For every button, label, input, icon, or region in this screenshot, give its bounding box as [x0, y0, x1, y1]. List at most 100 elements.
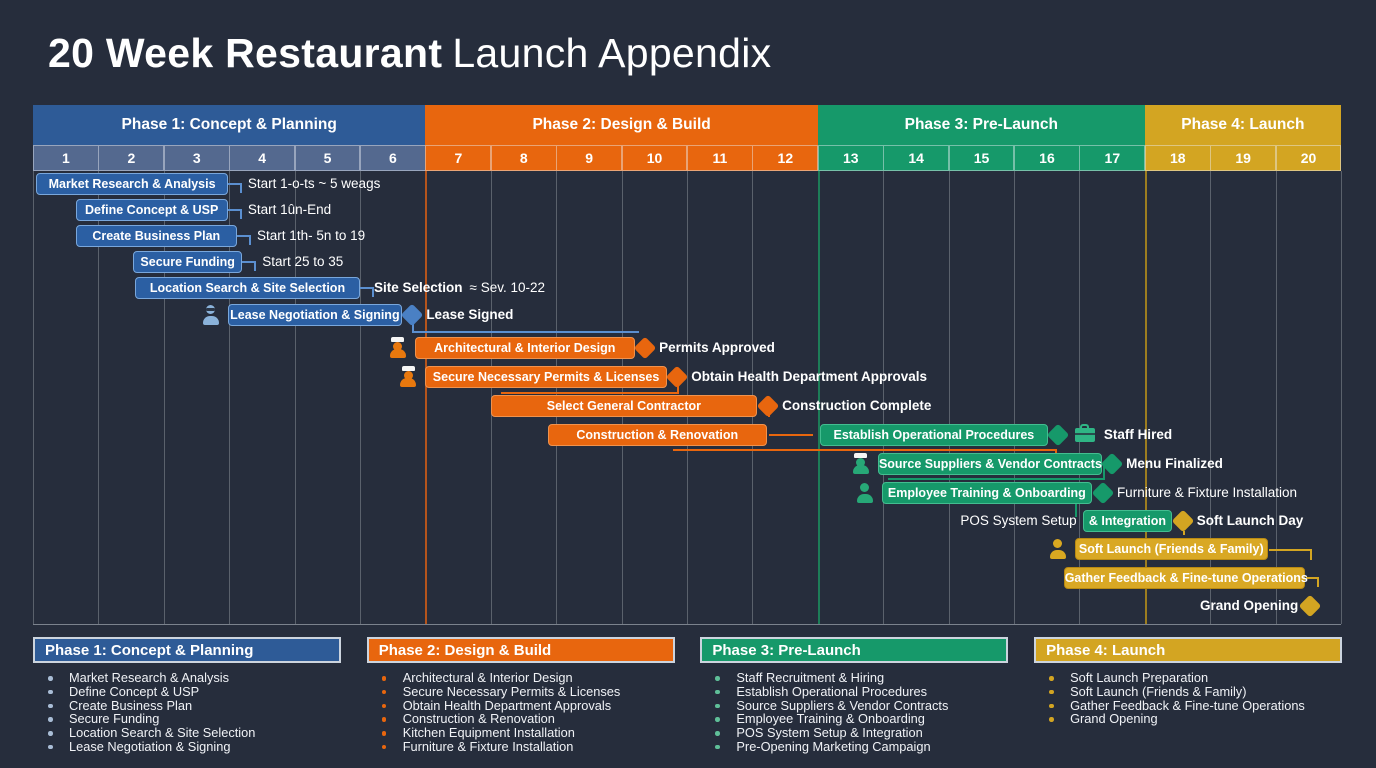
legend-item: Location Search & Site Selection [33, 726, 341, 740]
connector-line [254, 261, 256, 271]
milestone-diamond [633, 336, 657, 360]
legend-bullet [381, 744, 387, 750]
week-cell-6: 6 [360, 145, 426, 171]
legend-item: Staff Recruitment & Hiring [700, 671, 1008, 685]
week-cell-10: 10 [621, 145, 688, 171]
legend-item: Architectural & Interior Design [367, 671, 675, 685]
week-cell-7: 7 [425, 145, 492, 171]
task-outside-label: Grand Opening [1200, 598, 1299, 613]
week-cell-16: 16 [1014, 145, 1080, 171]
legend-title: Phase 4: Launch [1034, 637, 1343, 663]
task-annotation-text: ≈ Sev. 10-22 [469, 280, 545, 295]
person-icon [855, 482, 875, 503]
gridline [229, 171, 231, 624]
connector-line [1075, 504, 1077, 517]
legend-item: Soft Launch (Friends & Family) [1034, 684, 1342, 699]
connector-line [242, 261, 254, 263]
milestone-label: Permits Approved [659, 340, 775, 355]
legend-bullet [715, 744, 720, 750]
gridline [1014, 171, 1015, 624]
week-cell-19: 19 [1210, 145, 1277, 171]
task-bar: Source Suppliers & Vendor Contracts [877, 453, 1103, 475]
legend-bullet [381, 717, 387, 722]
legend-title: Phase 1: Concept & Planning [33, 637, 341, 663]
task-annotation-text: Start 1th- 5n to 19 [257, 228, 366, 243]
legend-item: Employee Training & Onboarding [700, 712, 1008, 726]
milestone-label: Lease Signed [426, 307, 514, 322]
gridline [1079, 171, 1081, 624]
connector-line [240, 183, 242, 193]
phase-header-1: Phase 1: Concept & Planning [33, 105, 426, 145]
legend-item: POS System Setup & Integration [700, 726, 1008, 740]
chart-bottom-border [33, 624, 1341, 625]
connector-line [1317, 577, 1319, 587]
legend-bullet [1049, 717, 1054, 722]
icon-head [860, 483, 870, 492]
milestone-label: Soft Launch Day [1196, 513, 1304, 528]
legend-item: Establish Operational Procedures [700, 684, 1008, 699]
legend-bullet [48, 689, 53, 695]
gridline [1210, 171, 1212, 624]
legend-bullet [1049, 676, 1054, 681]
legend-item: Soft Launch Preparation [1034, 671, 1342, 685]
week-cell-17: 17 [1079, 145, 1146, 171]
connector-line [1183, 531, 1185, 535]
legend-bullet [48, 717, 53, 722]
milestone-diamond [1171, 509, 1195, 533]
week-cell-12: 12 [752, 145, 819, 171]
connector-line [1055, 449, 1057, 455]
phase-header-2: Phase 2: Design & Build [425, 105, 818, 145]
briefcase-icon [1074, 424, 1095, 442]
legend-item: Secure Funding [33, 712, 341, 726]
legend-item: Secure Necessary Permits & Licenses [367, 684, 675, 699]
connector-line [412, 331, 639, 333]
task-annotation-bold: Site Selection [374, 280, 463, 295]
page-title-light: Launch Appendix [452, 30, 772, 76]
milestone-diamond [756, 394, 780, 418]
connector-line [1269, 549, 1310, 551]
task-annotation-text: Start 25 to 35 [262, 254, 344, 269]
connector-line [228, 183, 240, 185]
gridline [1341, 171, 1342, 624]
legend-bullet [715, 689, 720, 695]
legend-item: Kitchen Equipment Installation [367, 726, 675, 740]
task-bar: Architectural & Interior Design [414, 337, 635, 359]
page-title-bold: 20 Week Restaurant [48, 30, 443, 76]
legend-bullet [381, 703, 387, 709]
task-outside-label: POS System Setup [960, 513, 1077, 528]
task-bar: Secure Necessary Permits & Licenses [425, 366, 667, 388]
legend-bullet [381, 689, 387, 695]
task-annotation: Start 25 to 35 [262, 251, 343, 273]
gridline [33, 171, 34, 624]
gridline [1275, 171, 1277, 624]
week-cell-18: 18 [1144, 145, 1211, 171]
legend-bullet [1049, 689, 1054, 695]
milestone-label: Obtain Health Department Approvals [691, 369, 927, 384]
legend-title: Phase 2: Design & Build [366, 637, 675, 663]
gridline [294, 171, 296, 624]
task-bar: Gather Feedback & Fine-tune Operations [1063, 567, 1308, 589]
milestone-diamond [665, 365, 689, 389]
legend-item: Furniture & Fixture Installation [367, 740, 675, 754]
legend-bullet [715, 703, 720, 709]
milestone-diamond [1091, 481, 1115, 505]
week-cell-14: 14 [883, 145, 950, 171]
legend-bullet [715, 676, 720, 681]
icon-head [1053, 539, 1063, 548]
task-bar: Market Research & Analysis [36, 173, 228, 195]
connector-line [249, 235, 251, 245]
chef-hat [401, 366, 415, 371]
task-annotation: Site Selection ≈ Sev. 10-22 [374, 277, 545, 299]
connector-line [237, 235, 249, 237]
legend-item: Market Research & Analysis [33, 671, 341, 685]
gridline [163, 171, 165, 624]
milestone-label: Furniture & Fixture Installation [1116, 485, 1298, 500]
week-cell-15: 15 [948, 145, 1015, 171]
